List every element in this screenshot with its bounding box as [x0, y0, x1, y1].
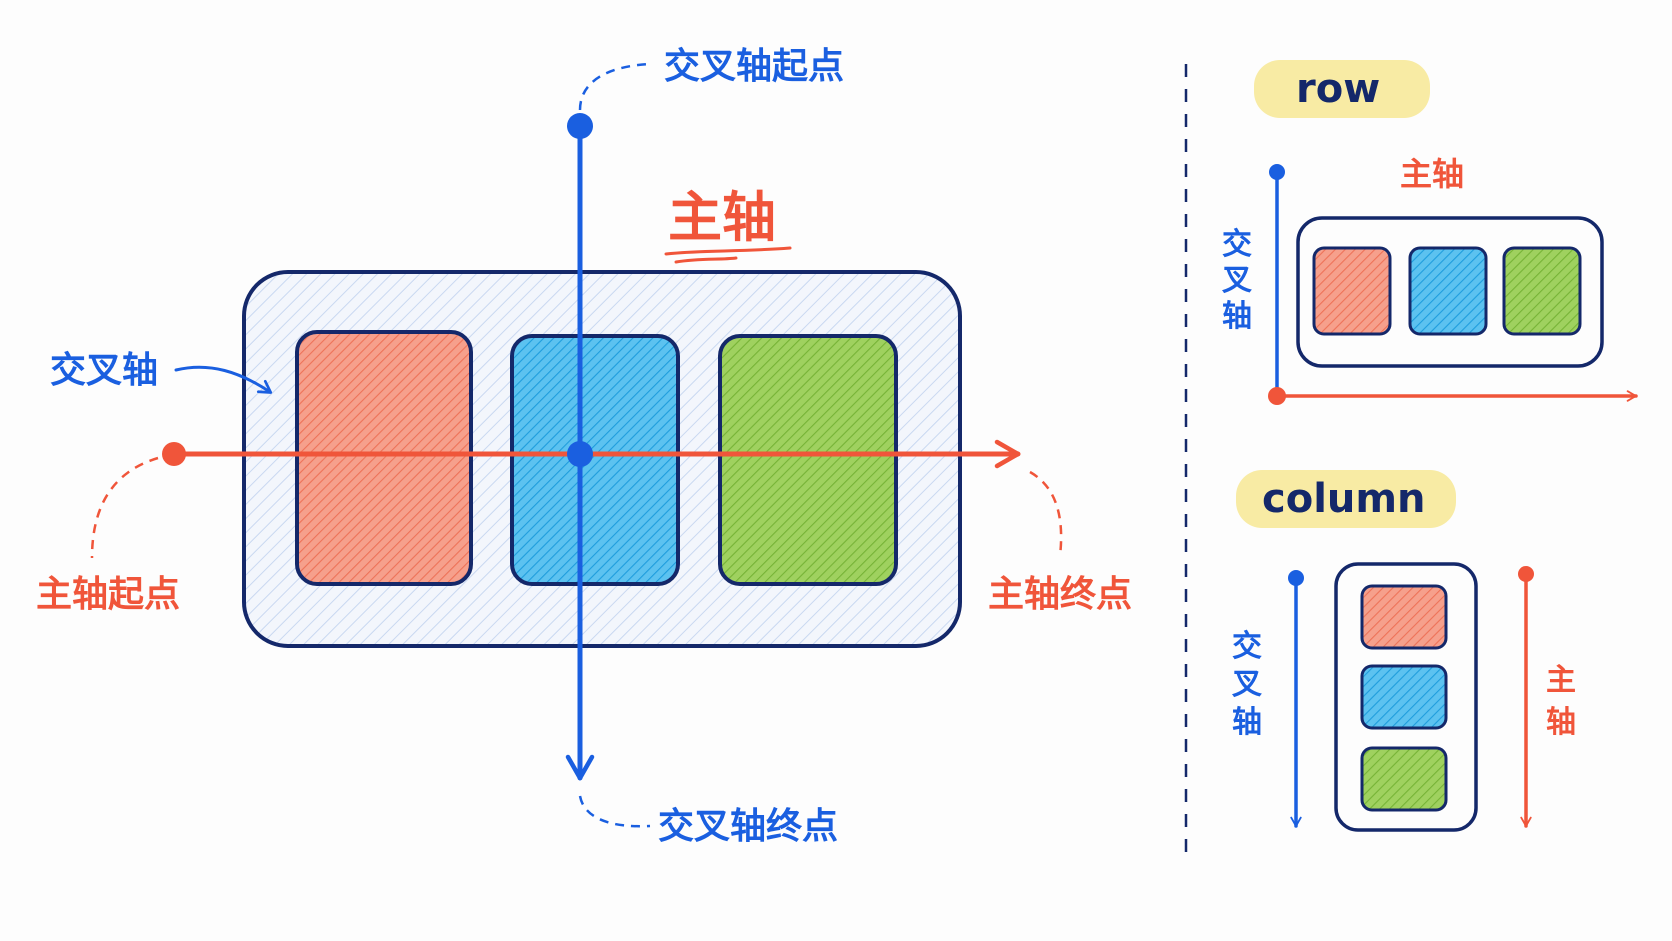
main-end-label: 主轴终点 — [988, 574, 1132, 615]
flex-item-blue — [510, 334, 680, 586]
column-main-char-1: 主 — [1546, 663, 1576, 698]
column-title: column — [1262, 476, 1426, 522]
row-item-green — [1502, 246, 1582, 336]
cross-start-label: 交叉轴起点 — [664, 45, 844, 87]
cross-start-leader — [578, 62, 651, 111]
column-cross-char-2: 叉 — [1231, 667, 1262, 702]
column-item-blue — [1360, 664, 1448, 730]
cross-axis-start-dot — [567, 113, 593, 139]
column-main-axis-dot — [1518, 566, 1534, 582]
column-item-red — [1360, 584, 1448, 650]
row-cross-char-1: 交 — [1222, 227, 1252, 262]
row-cross-char-2: 叉 — [1221, 263, 1252, 298]
row-main-axis-dot — [1268, 387, 1286, 405]
column-cross-char-3: 轴 — [1232, 705, 1262, 740]
row-title: row — [1296, 66, 1380, 112]
main-diagram: 主轴 交叉轴 交叉轴起点 交叉轴终点 主轴起点 主轴终点 — [36, 45, 1132, 847]
row-title-pill — [1254, 60, 1430, 118]
row-example: row 主轴 交 叉 轴 — [1221, 60, 1638, 405]
main-axis-title-underline — [664, 246, 792, 264]
main-start-label: 主轴起点 — [36, 574, 180, 615]
row-cross-char-3: 轴 — [1222, 299, 1252, 334]
column-item-green — [1360, 746, 1448, 812]
flex-item-green — [718, 334, 898, 586]
cross-axis-pointer — [174, 365, 273, 394]
cross-end-label: 交叉轴终点 — [658, 805, 838, 847]
column-cross-char-1: 交 — [1232, 629, 1262, 664]
row-main-axis-label: 主轴 — [1400, 155, 1464, 193]
column-example: column 交 叉 轴 主 轴 — [1231, 470, 1576, 832]
main-axis-title: 主轴 — [668, 186, 776, 249]
column-cross-axis-dot — [1288, 570, 1304, 586]
column-main-char-2: 轴 — [1546, 705, 1576, 740]
row-item-blue — [1408, 246, 1488, 336]
column-title-pill — [1236, 470, 1456, 528]
axes-intersection-dot — [567, 441, 593, 467]
main-end-leader — [1029, 470, 1063, 557]
cross-end-leader — [578, 795, 651, 828]
row-item-red — [1312, 246, 1392, 336]
flex-item-red — [295, 330, 473, 586]
row-cross-axis-dot — [1269, 164, 1285, 180]
main-axis-start-dot — [162, 442, 186, 466]
cross-axis-label: 交叉轴 — [50, 349, 158, 391]
main-start-leader — [90, 456, 159, 559]
